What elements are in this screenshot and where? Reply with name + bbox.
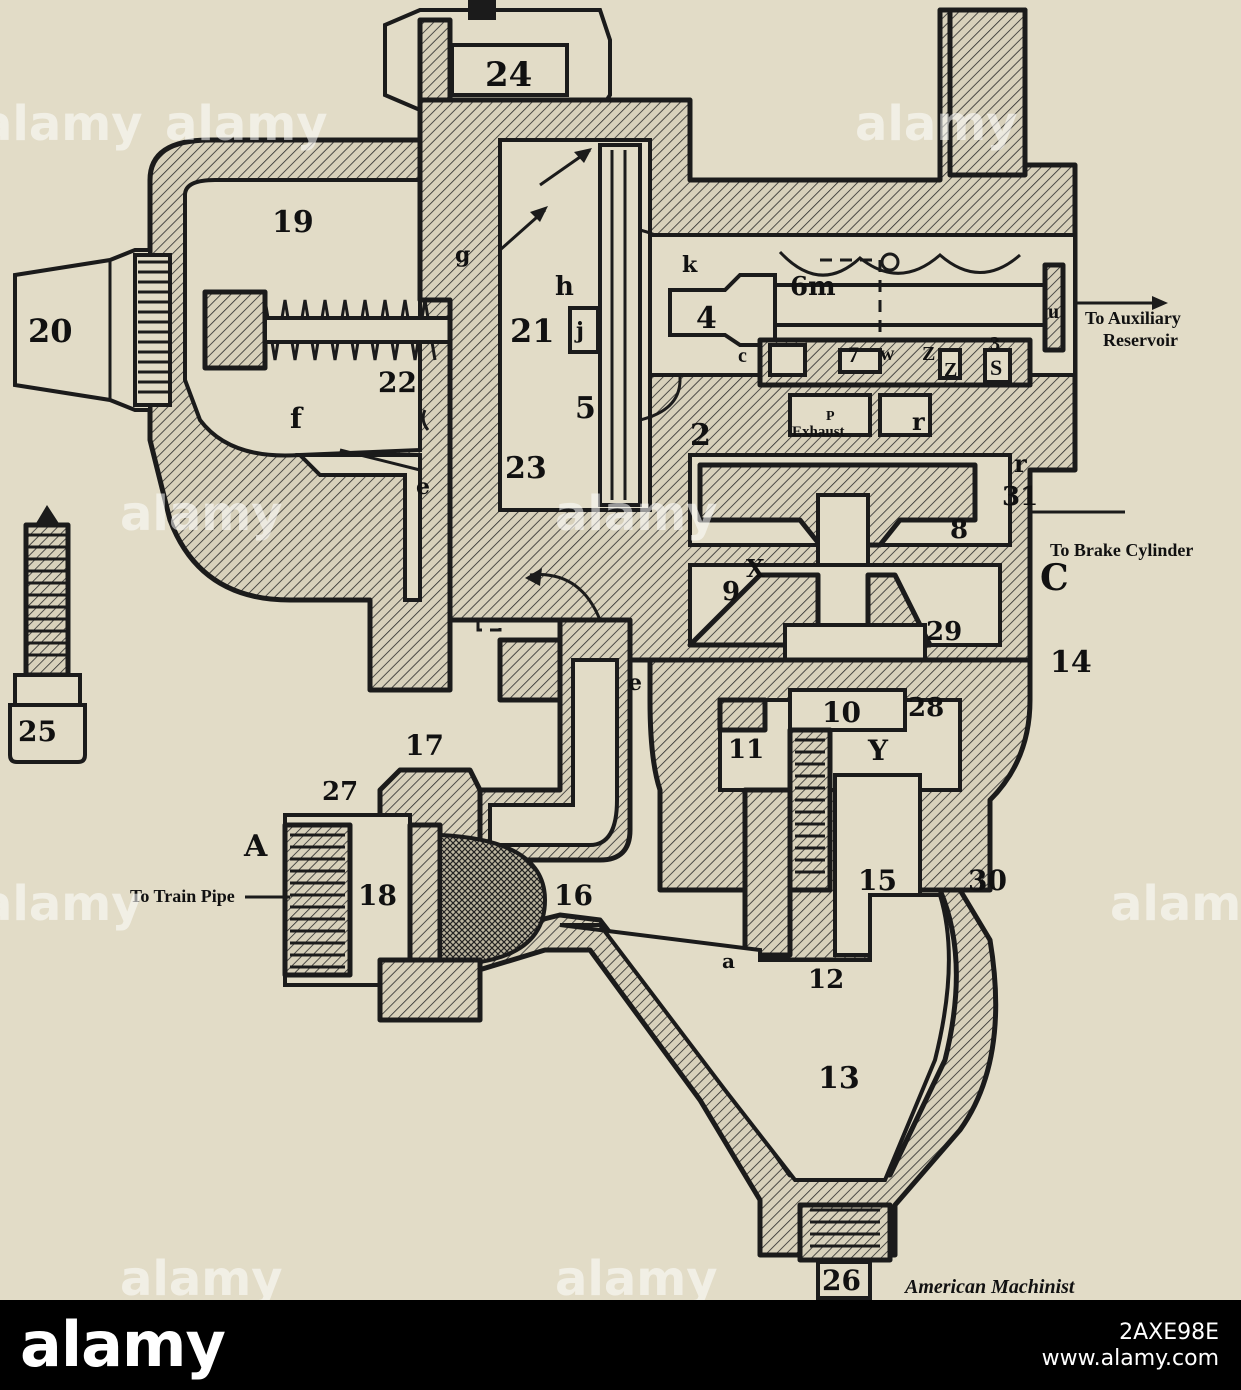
label-x: X: [746, 554, 765, 583]
label-p: P: [826, 409, 835, 424]
stem-12: [787, 727, 833, 893]
strainer-bowl-13: [377, 887, 999, 1258]
bowl-cavity: [559, 893, 951, 1182]
check-valve-10: [788, 688, 907, 732]
svg-text:alamy: alamy: [120, 1251, 283, 1300]
valve-diagram: 24 19 20 22 21 j h 4 5 6m k c 7 w Z Z 3 …: [0, 0, 1241, 1300]
label-21: 21: [510, 312, 555, 350]
svg-text:alamy: alamy: [555, 486, 718, 542]
footer-image-id: 2AXE98E www.alamy.com: [1042, 1320, 1219, 1372]
callout-auxiliary-1: To Auxiliary: [1085, 308, 1181, 328]
label-z1: Z: [922, 343, 935, 365]
label-13: 13: [818, 1061, 860, 1096]
label-15: 15: [858, 864, 897, 897]
label-3: 3: [990, 333, 1000, 355]
label-k: k: [682, 252, 698, 278]
stem-holder: [202, 289, 268, 371]
footer-site: www.alamy.com: [1041, 1346, 1219, 1371]
label-26: 26: [822, 1264, 861, 1297]
seat-11: [717, 697, 768, 733]
watermarks: alamy alamy alamy alamy alamy alamy alam…: [0, 96, 1241, 1300]
dashed-port: [820, 258, 882, 350]
passage-e-upper: [295, 453, 422, 602]
graduating-u: [1042, 262, 1066, 353]
piston-5: [598, 143, 642, 507]
exhaust-port: [788, 393, 872, 437]
label-exhaust: Exhaust: [792, 424, 845, 440]
cap-nut-20: [13, 248, 152, 412]
label-4: 4: [696, 301, 717, 336]
credit-text: American Machinist: [903, 1276, 1076, 1298]
label-r2: r: [1014, 449, 1027, 478]
label-c: c: [738, 345, 747, 367]
label-8: 8: [950, 515, 968, 545]
bolt-25: [8, 505, 87, 764]
label-25: 25: [18, 715, 57, 748]
label-22: 22: [378, 366, 417, 399]
label-g: g: [455, 242, 470, 268]
label-e2: e: [628, 670, 642, 696]
label-29: 29: [926, 617, 962, 647]
flow-arrows: [339, 148, 1168, 621]
svg-text:alamy: alamy: [0, 96, 143, 152]
union-nut-27: [377, 957, 483, 1023]
spring-stem: [263, 316, 467, 344]
valve-stem: [773, 283, 1047, 327]
label-w: w: [880, 343, 895, 365]
svg-text:alamy: alamy: [0, 876, 143, 932]
label-e1: e: [416, 474, 430, 500]
label-16: 16: [554, 879, 593, 912]
port-r: [878, 393, 932, 437]
label-j: j: [574, 318, 584, 344]
svg-text:alamy: alamy: [1110, 876, 1241, 932]
cap-thread: [133, 253, 172, 407]
label-24: 24: [485, 55, 532, 95]
label-18: 18: [358, 879, 397, 912]
label-y: Y: [867, 734, 889, 767]
vertical-cylinder: [947, 7, 1028, 178]
label-31: 31: [1002, 482, 1038, 512]
label-19: 19: [272, 205, 314, 240]
footer-image-code: 2AXE98E: [1119, 1320, 1219, 1345]
svg-text:alamy: alamy: [165, 96, 328, 152]
label-27: 27: [322, 777, 358, 807]
label-5: 5: [575, 391, 596, 426]
label-7: 7: [848, 342, 859, 367]
callout-train-pipe: To Train Pipe: [130, 886, 235, 906]
label-17: 17: [405, 729, 444, 762]
label-a-small: a: [722, 949, 735, 973]
label-23: 23: [505, 451, 547, 486]
label-30: 30: [968, 864, 1007, 897]
label-r1: r: [912, 407, 925, 436]
label-20: 20: [28, 312, 73, 350]
label-9: 9: [722, 577, 740, 607]
label-28: 28: [908, 693, 944, 723]
callout-auxiliary-2: Reservoir: [1103, 330, 1178, 350]
label-2: 2: [690, 418, 711, 453]
svg-text:alamy: alamy: [120, 486, 283, 542]
label-z2: Z: [944, 359, 957, 381]
label-a-fitting: A: [243, 829, 268, 864]
callout-brake-cylinder: To Brake Cylinder: [1050, 540, 1193, 560]
label-10: 10: [822, 696, 861, 729]
label-14: 14: [1050, 645, 1092, 680]
svg-text:alamy: alamy: [555, 1251, 718, 1300]
label-u: u: [1048, 301, 1059, 323]
label-6m: 6m: [790, 272, 836, 302]
svg-text:alamy: alamy: [855, 96, 1018, 152]
watermark-footer: alamy 2AXE98E www.alamy.com: [0, 1300, 1241, 1390]
label-c-chamber: C: [1040, 557, 1069, 599]
label-12: 12: [808, 965, 844, 995]
label-f: f: [290, 402, 304, 435]
label-h: h: [555, 272, 574, 302]
bolt-24: [383, 0, 612, 112]
nut-j: [568, 306, 600, 354]
label-s: S: [990, 355, 1002, 380]
footer-logo: alamy: [20, 1308, 226, 1381]
fitting-thread: [282, 822, 353, 978]
strainer-16: [438, 832, 548, 968]
label-11: 11: [728, 735, 764, 765]
